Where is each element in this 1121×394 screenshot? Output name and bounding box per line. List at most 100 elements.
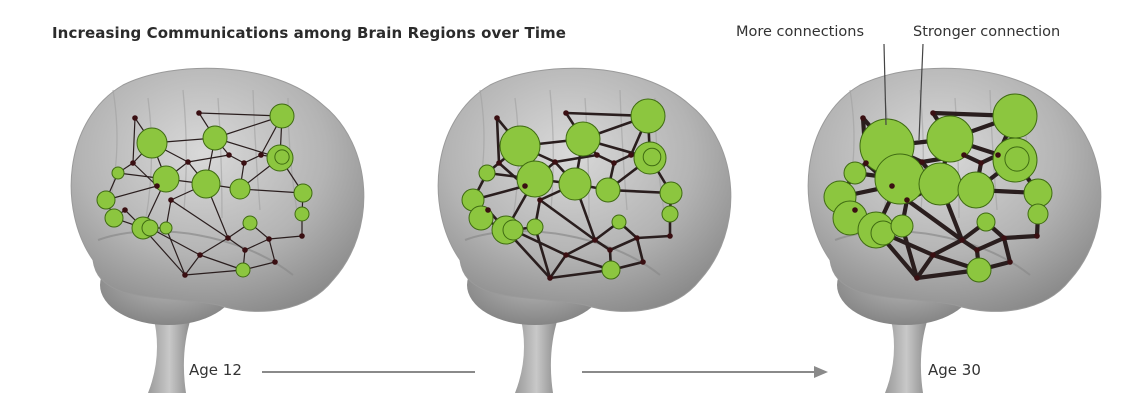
region-node [295,207,309,221]
region-node [566,122,600,156]
region-point [197,252,203,258]
brain-stem [148,315,191,393]
region-node [270,104,294,128]
region-point [640,259,646,265]
region-node [612,215,626,229]
region-point [594,152,600,158]
region-point [860,115,866,121]
region-point [607,247,613,253]
region-point [122,207,128,213]
region-point [485,207,491,213]
region-point [852,207,858,213]
region-node [230,179,250,199]
region-point [547,275,553,281]
brain-2 [438,68,731,393]
region-point [185,159,191,165]
annotation-stronger-connection: Stronger connection [913,24,1060,40]
region-point [225,235,231,241]
region-point [611,160,617,166]
region-point [496,160,502,166]
region-node [203,126,227,150]
region-point [154,183,160,189]
region-point [182,272,188,278]
region-node [97,191,115,209]
region-point [563,110,569,116]
region-point [299,233,305,239]
region-node [1028,204,1048,224]
region-point [241,160,247,166]
region-node [479,165,495,181]
region-point [995,152,1001,158]
brain-stem [515,315,558,393]
region-point [978,160,984,166]
brain-3 [808,68,1101,393]
region-node [844,162,866,184]
region-point [168,197,174,203]
region-node [660,182,682,204]
age-start-label: Age 12 [189,361,242,379]
region-point [930,110,936,116]
region-point [1007,259,1013,265]
region-point [889,183,895,189]
region-node [517,161,553,197]
region-node [559,168,591,200]
region-point [196,110,202,116]
region-node [958,172,994,208]
region-point [930,252,936,258]
region-node [919,163,961,205]
region-node [142,220,158,236]
region-point [242,247,248,253]
region-node [631,99,665,133]
region-node [243,216,257,230]
region-point [266,236,272,242]
region-point [130,160,136,166]
region-point [563,252,569,258]
region-point [863,160,869,166]
region-node [993,94,1037,138]
region-point [258,152,264,158]
region-node [662,206,678,222]
region-node [500,126,540,166]
region-node [993,138,1037,182]
brain-stem [885,315,928,393]
region-point [919,159,925,165]
region-point [537,197,543,203]
region-node [967,258,991,282]
region-point [628,152,634,158]
region-node [891,215,913,237]
region-point [1001,235,1007,241]
region-point [226,152,232,158]
region-point [522,183,528,189]
arrowhead-icon [814,366,828,378]
region-point [667,233,673,239]
annotation-more-connections: More connections [736,24,864,40]
region-node [875,154,925,204]
region-point [592,237,598,243]
region-node [236,263,250,277]
brain-1 [71,68,364,393]
age-end-label: Age 30 [928,361,981,379]
region-node [137,128,167,158]
region-point [494,115,500,121]
region-point [1034,233,1040,239]
region-node [1024,179,1052,207]
brains-layer [71,68,1101,393]
figure-title: Increasing Communications among Brain Re… [52,24,566,42]
region-point [974,247,980,253]
region-node [602,261,620,279]
region-point [552,159,558,165]
region-node [105,209,123,227]
region-point [904,197,910,203]
region-node [160,222,172,234]
region-node [503,220,523,240]
region-point [132,115,138,121]
region-node [294,184,312,202]
region-node [596,178,620,202]
region-node [527,219,543,235]
region-node [977,213,995,231]
region-point [959,237,965,243]
connection-edge [1004,236,1037,238]
region-node [112,167,124,179]
